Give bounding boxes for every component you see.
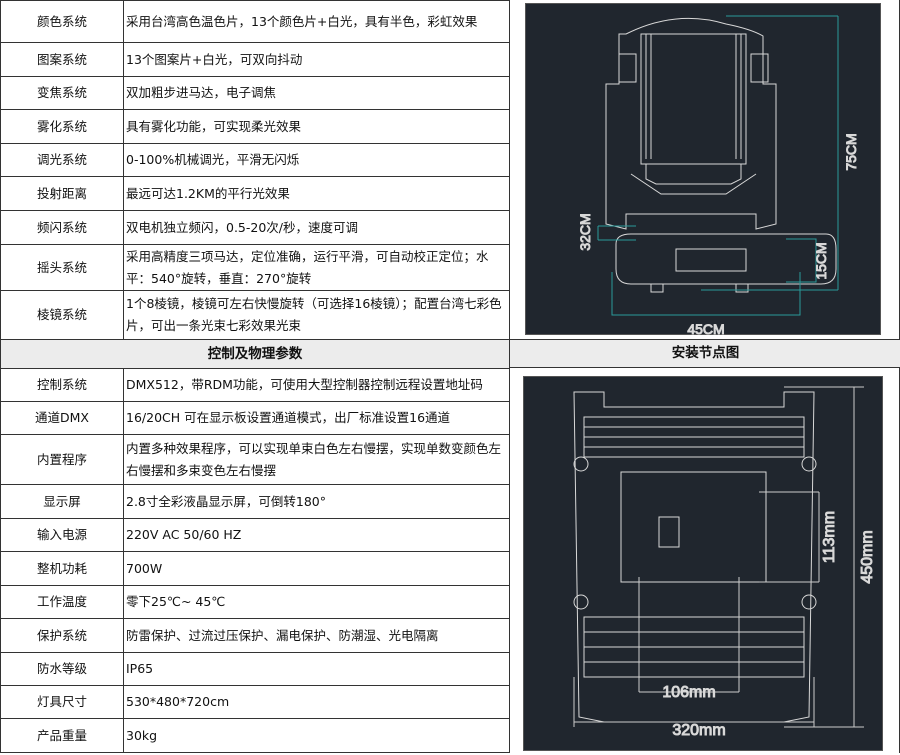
spec-value: 16/20CH 可在显示板设置通道模式，出厂标准设置16通道 — [123, 401, 510, 435]
table-row: 频闪系统双电机独立频闪，0.5-20次/秒，速度可调 — [0, 210, 510, 245]
spec-label: 颜色系统 — [0, 0, 124, 43]
spec-label: 防水等级 — [0, 652, 124, 686]
spec-value: 内置多种效果程序，可以实现单束白色左右慢摆，实现单数变颜色左右慢摆和多束变色左右… — [123, 434, 510, 485]
spec-value: 双电机独立频闪，0.5-20次/秒，速度可调 — [123, 210, 510, 245]
spec-value: 2.8寸全彩液晶显示屏，可倒转180° — [123, 484, 510, 519]
table-row: 保护系统防雷保护、过流过压保护、漏电保护、防潮湿、光电隔离 — [0, 618, 510, 653]
spec-label: 调光系统 — [0, 143, 124, 177]
spec-value: 1个8棱镜，棱镜可左右快慢旋转（可选择16棱镜）；配置台湾七彩色片，可出一条光束… — [123, 290, 510, 340]
control-header: 控制及物理参数 — [0, 339, 510, 369]
spec-value: 采用高精度三项马达，定位准确，运行平滑，可自动校正定位；水平：540°旋转，垂直… — [123, 244, 510, 291]
spec-label: 棱镜系统 — [0, 290, 124, 340]
dim-gap-label: 32CM — [577, 213, 593, 250]
dim-width-label: 45CM — [687, 321, 724, 336]
spec-value: 防雷保护、过流过压保护、漏电保护、防潮湿、光电隔离 — [123, 618, 510, 653]
spec-value: 220V AC 50/60 HZ — [123, 518, 510, 552]
spec-value: IP65 — [123, 652, 510, 686]
table-row: 变焦系统双加粗步进马达，电子调焦 — [0, 76, 510, 110]
dim-height-label: 450mm — [859, 530, 876, 583]
spec-value: DMX512，带RDM功能，可使用大型控制器控制远程设置地址码 — [123, 368, 510, 402]
dim-inner-height-label: 113mm — [821, 511, 838, 563]
dim-inner-width-label: 106mm — [662, 684, 715, 701]
table-row: 颜色系统采用台湾高色温色片，13个颜色片+白光，具有半色，彩虹效果 — [0, 0, 510, 43]
spec-value: 最远可达1.2KM的平行光效果 — [123, 176, 510, 211]
spec-label: 摇头系统 — [0, 244, 124, 291]
spec-label: 雾化系统 — [0, 109, 124, 144]
table-row: 内置程序内置多种效果程序，可以实现单束白色左右慢摆，实现单数变颜色左右慢摆和多束… — [0, 434, 510, 485]
spec-value: 700W — [123, 551, 510, 586]
dim-width-label: 320mm — [672, 722, 725, 739]
spec-label: 频闪系统 — [0, 210, 124, 245]
spec-value: 双加粗步进马达，电子调焦 — [123, 76, 510, 110]
spec-label: 产品重量 — [0, 718, 124, 753]
spec-label: 变焦系统 — [0, 76, 124, 110]
front-view-drawing: 45CM 75CM 15CM 32CM — [525, 3, 881, 338]
spec-label: 显示屏 — [0, 484, 124, 519]
dim-base-label: 15CM — [813, 242, 829, 279]
table-row: 投射距离最远可达1.2KM的平行光效果 — [0, 176, 510, 211]
spec-value: 零下25℃~ 45℃ — [123, 585, 510, 619]
spec-label: 投射距离 — [0, 176, 124, 211]
spec-label: 图案系统 — [0, 42, 124, 77]
spec-value: 采用台湾高色温色片，13个颜色片+白光，具有半色，彩虹效果 — [123, 0, 510, 43]
spec-label: 控制系统 — [0, 368, 124, 402]
spec-label: 通道DMX — [0, 401, 124, 435]
spec-label: 整机功耗 — [0, 551, 124, 586]
spec-label: 灯具尺寸 — [0, 685, 124, 719]
image-column: 45CM 75CM 15CM 32CM 安装节点图 106mm 320mm 11… — [509, 0, 900, 753]
spec-value: 具有雾化功能，可实现柔光效果 — [123, 109, 510, 144]
spec-value: 0-100%机械调光，平滑无闪烁 — [123, 143, 510, 177]
table-row: 摇头系统采用高精度三项马达，定位准确，运行平滑，可自动校正定位；水平：540°旋… — [0, 244, 510, 291]
spec-label: 输入电源 — [0, 518, 124, 552]
top-view-drawing: 106mm 320mm 113mm 450mm — [523, 376, 883, 751]
spec-label: 内置程序 — [0, 434, 124, 485]
spec-value: 30kg — [123, 718, 510, 753]
table-row: 工作温度零下25℃~ 45℃ — [0, 585, 510, 619]
dim-height-label: 75CM — [843, 133, 859, 170]
table-row: 雾化系统具有雾化功能，可实现柔光效果 — [0, 109, 510, 144]
spec-value: 530*480*720cm — [123, 685, 510, 719]
spec-label: 保护系统 — [0, 618, 124, 653]
install-header: 安装节点图 — [510, 339, 900, 368]
spec-label: 工作温度 — [0, 585, 124, 619]
spec-value: 13个图案片+白光，可双向抖动 — [123, 42, 510, 77]
